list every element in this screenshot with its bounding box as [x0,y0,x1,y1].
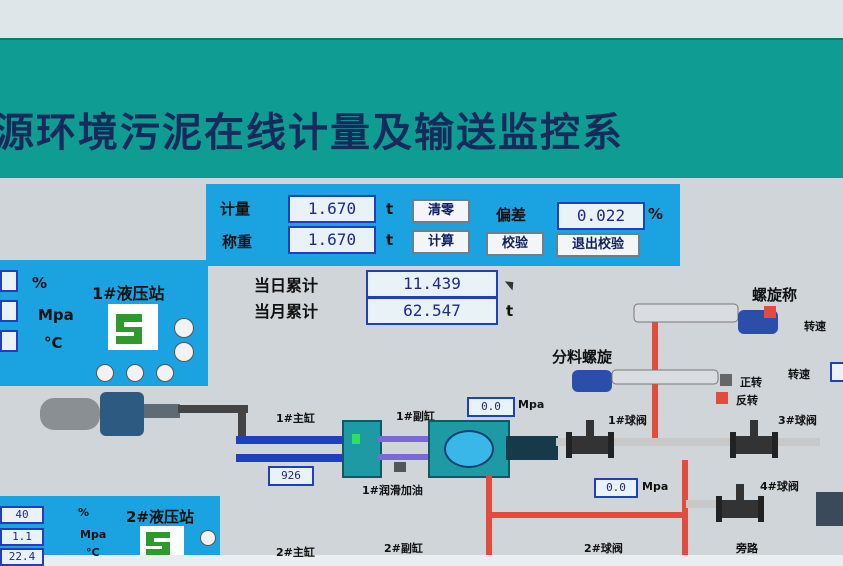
forward-indicator [720,374,732,386]
station2-pct: % [78,506,90,519]
aux-pressure-unit: Mpa [518,398,545,411]
hose-icon [238,405,246,439]
monthly-total-unit: t [506,302,514,320]
reverse-indicator [716,392,728,404]
clear-button[interactable]: 清零 [412,199,470,223]
grey-pipe [760,438,820,446]
deviation-unit: % [648,205,664,223]
station1-logo-icon [108,304,158,350]
pump-motor-icon [32,386,180,442]
chengzhong-label: 称重 [222,233,253,251]
aux-cyl-label: 1#副缸 [396,410,435,423]
grey-pipe [556,438,756,446]
chengzhong-unit: t [386,231,394,249]
station2-mpa-value: 1.1 [0,528,44,546]
station2-celsius: °C [86,546,100,559]
main-cylinder [342,420,382,478]
speed2-field [830,362,843,382]
bypass-label: 旁路 [736,542,758,555]
aux-pressure-value: 0.0 [467,397,515,417]
main-cyl-pipe [236,454,344,462]
station1-name: 1#液压站 [92,284,165,303]
gauge-icon [96,364,114,382]
valve2-label: 2#球阀 [584,542,623,555]
gauge-icon [156,364,174,382]
station2-mpa: Mpa [80,528,107,541]
valve1-label: 1#球阀 [608,414,647,427]
main-cyl-label: 1#主缸 [276,412,315,425]
gauge-icon [174,318,194,338]
chengzhong-value: 1.670 [288,226,376,254]
feeder-label: 分料螺旋 [552,348,613,366]
ball-valve-icon[interactable] [730,420,778,466]
station1-field-3 [0,330,18,352]
station1-mpa: Mpa [38,306,74,324]
screen-bezel [0,0,843,38]
main-cyl2-label: 2#主缸 [276,546,315,559]
red-pipe [486,512,686,518]
station1-pct: % [32,274,48,292]
aux-chamber-icon [444,430,494,468]
piston-rod [378,436,430,442]
station2-logo-icon [140,526,184,555]
lube-label: 1#润滑加油 [362,484,423,497]
exit-verify-button[interactable]: 退出校验 [556,233,640,257]
red-pipe [682,460,688,555]
gauge-icon [126,364,144,382]
station2-name: 2#液压站 [126,508,195,526]
cylinder-status-led [352,434,360,444]
forward-label: 正转 [740,376,762,389]
valve4-label: 4#球阀 [760,480,799,493]
ball-valve-icon[interactable] [716,484,764,530]
lower-pressure-unit: Mpa [642,480,669,493]
deviation-value: 0.022 [557,202,645,230]
monthly-total-label: 当月累计 [254,302,319,321]
ball-valve-icon[interactable] [566,420,614,466]
piston-rod [378,454,430,460]
outlet-pipe [506,436,558,460]
gauge-icon [174,342,194,362]
jiliang-label: 计量 [220,200,251,218]
jiliang-unit: t [386,200,394,218]
daily-total-label: 当日累计 [254,276,319,295]
main-cyl-pipe [236,436,344,444]
speed1-label: 转速 [804,320,826,333]
gauge-icon [200,530,216,546]
station1-celsius: °C [44,334,63,352]
reverse-label: 反转 [736,394,758,407]
aux-cyl2-label: 2#副缸 [384,542,423,555]
stroke-counter: 926 [268,466,314,486]
monthly-total-value: 62.547 [366,297,498,325]
jiliang-value: 1.670 [288,195,376,223]
calc-button[interactable]: 计算 [412,230,470,254]
header-banner [0,38,843,180]
speed2-label: 转速 [788,368,810,381]
lube-indicator [394,462,406,472]
feeder-screw-icon [572,360,722,396]
outlet-tank [816,492,843,526]
alarm-indicator [764,306,776,318]
spiral-scale-label: 螺旋称 [752,286,798,304]
page-title: 源环境污泥在线计量及输送监控系 [0,110,624,156]
station2-pct-value: 40 [0,506,44,524]
station2-temp-value: 22.4 [0,548,44,566]
hose-icon [178,405,248,413]
daily-total-value: 11.439 [366,270,498,298]
lower-pressure-value: 0.0 [594,478,638,498]
station1-field-2 [0,300,18,322]
station1-field-1 [0,270,18,292]
deviation-label: 偏差 [496,206,527,224]
valve3-label: 3#球阀 [778,414,817,427]
verify-button[interactable]: 校验 [486,232,544,256]
